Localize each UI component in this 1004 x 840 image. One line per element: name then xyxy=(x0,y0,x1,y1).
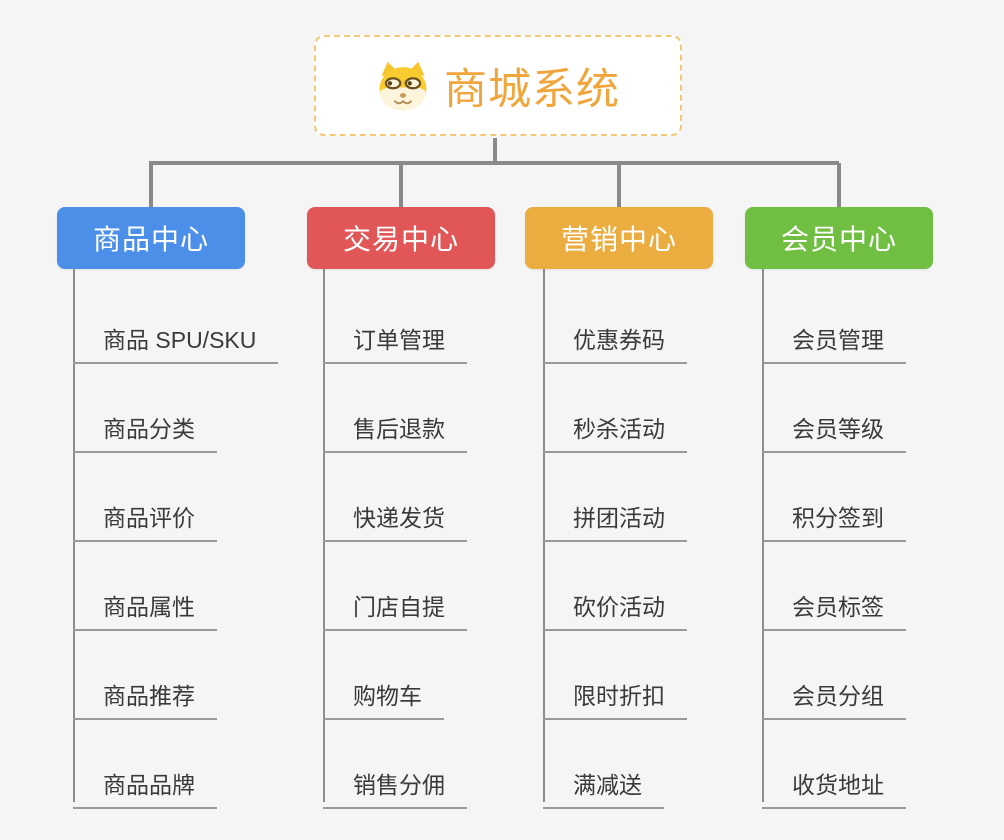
leaf-node[interactable]: 商品分类 xyxy=(73,400,217,453)
leaf-label: 订单管理 xyxy=(353,327,445,353)
branch-list-product: 商品 SPU/SKU 商品分类 商品评价 商品属性 商品推荐 商品品牌 xyxy=(73,269,303,809)
branch-list-marketing: 优惠券码 秒杀活动 拼团活动 砍价活动 限时折扣 满减送 xyxy=(543,269,773,809)
leaf-node[interactable]: 商品品牌 xyxy=(73,756,217,809)
leaf-node[interactable]: 会员分组 xyxy=(762,667,906,720)
branch-label: 商品中心 xyxy=(92,224,209,255)
leaf-node[interactable]: 会员标签 xyxy=(762,578,906,631)
leaf-label: 收货地址 xyxy=(792,772,884,798)
leaf-label: 快递发货 xyxy=(353,505,445,531)
leaf-node[interactable]: 销售分佣 xyxy=(323,756,467,809)
branch-node-marketing-center[interactable]: 营销中心 xyxy=(525,207,713,269)
leaf-label: 购物车 xyxy=(353,683,422,709)
branch-label: 交易中心 xyxy=(342,224,459,255)
leaf-node[interactable]: 会员管理 xyxy=(762,311,906,364)
leaf-node[interactable]: 秒杀活动 xyxy=(543,400,687,453)
branch-node-product-center[interactable]: 商品中心 xyxy=(57,207,245,269)
branch-node-trade-center[interactable]: 交易中心 xyxy=(307,207,495,269)
leaf-node[interactable]: 收货地址 xyxy=(762,756,906,809)
leaf-node[interactable]: 购物车 xyxy=(323,667,444,720)
root-node[interactable]: 商城系统 xyxy=(314,35,682,136)
leaf-node[interactable]: 拼团活动 xyxy=(543,489,687,542)
connector-drop-4 xyxy=(837,163,841,207)
leaf-node[interactable]: 满减送 xyxy=(543,756,664,809)
branch-list-trade: 订单管理 售后退款 快递发货 门店自提 购物车 销售分佣 xyxy=(323,269,553,809)
leaf-label: 秒杀活动 xyxy=(573,416,665,442)
leaf-node[interactable]: 会员等级 xyxy=(762,400,906,453)
leaf-label: 商品 SPU/SKU xyxy=(103,327,257,353)
connector-drop-1 xyxy=(149,163,153,207)
leaf-node[interactable]: 快递发货 xyxy=(323,489,467,542)
leaf-node[interactable]: 售后退款 xyxy=(323,400,467,453)
dog-face-icon xyxy=(379,61,427,110)
leaf-node[interactable]: 商品 SPU/SKU xyxy=(73,311,279,364)
leaf-node[interactable]: 商品推荐 xyxy=(73,667,217,720)
leaf-label: 门店自提 xyxy=(353,594,445,620)
leaf-node[interactable]: 门店自提 xyxy=(323,578,467,631)
leaf-node[interactable]: 优惠券码 xyxy=(543,311,687,364)
leaf-node[interactable]: 砍价活动 xyxy=(543,578,687,631)
connector-root-stub xyxy=(493,138,497,163)
leaf-label: 会员管理 xyxy=(792,327,884,353)
leaf-node[interactable]: 限时折扣 xyxy=(543,667,687,720)
leaf-node[interactable]: 订单管理 xyxy=(323,311,467,364)
connector-drop-3 xyxy=(617,163,621,207)
leaf-label: 会员标签 xyxy=(792,594,884,620)
branch-label: 营销中心 xyxy=(560,224,677,255)
leaf-label: 会员等级 xyxy=(792,416,884,442)
branch-label: 会员中心 xyxy=(780,224,897,255)
leaf-label: 会员分组 xyxy=(792,683,884,709)
leaf-label: 商品品牌 xyxy=(103,772,195,798)
leaf-label: 优惠券码 xyxy=(573,327,665,353)
leaf-label: 拼团活动 xyxy=(573,505,665,531)
leaf-label: 限时折扣 xyxy=(573,683,665,709)
leaf-node[interactable]: 商品属性 xyxy=(73,578,217,631)
leaf-label: 满减送 xyxy=(573,772,642,798)
leaf-label: 商品属性 xyxy=(103,594,195,620)
branch-node-member-center[interactable]: 会员中心 xyxy=(745,207,933,269)
leaf-label: 销售分佣 xyxy=(353,772,445,798)
leaf-label: 砍价活动 xyxy=(573,594,665,620)
leaf-label: 售后退款 xyxy=(353,416,445,442)
leaf-label: 积分签到 xyxy=(792,505,884,531)
branch-list-member: 会员管理 会员等级 积分签到 会员标签 会员分组 收货地址 xyxy=(762,269,992,809)
leaf-node[interactable]: 商品评价 xyxy=(73,489,217,542)
connector-drop-2 xyxy=(399,163,403,207)
leaf-label: 商品分类 xyxy=(103,416,195,442)
connector-horizontal xyxy=(149,161,839,165)
leaf-label: 商品评价 xyxy=(103,505,195,531)
leaf-label: 商品推荐 xyxy=(103,683,195,709)
root-title: 商城系统 xyxy=(444,65,620,114)
leaf-node[interactable]: 积分签到 xyxy=(762,489,906,542)
